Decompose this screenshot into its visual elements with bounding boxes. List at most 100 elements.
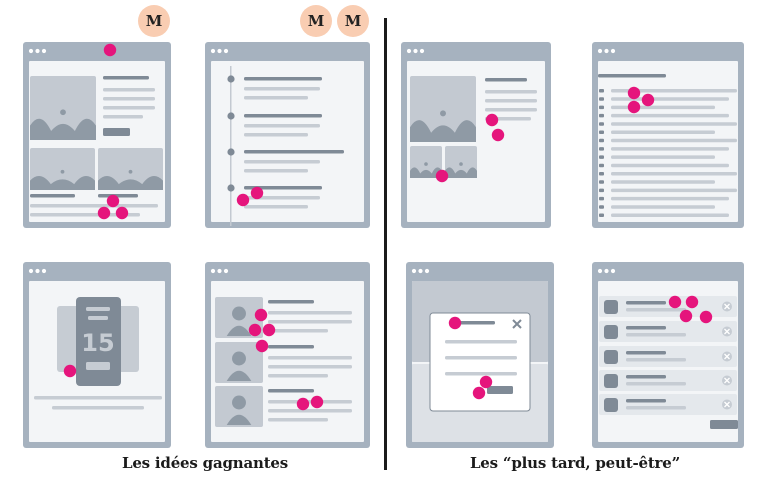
- list-row: [599, 346, 737, 367]
- text-line-dark: [244, 77, 322, 81]
- window-control-dot: [411, 268, 417, 274]
- text-line-dark: [268, 300, 314, 304]
- text-line: [268, 320, 352, 324]
- window-control-dot: [597, 48, 603, 54]
- image-placeholder-icon: [424, 162, 428, 166]
- text-line: [485, 108, 537, 112]
- text-line-dark: [598, 74, 666, 78]
- click-dot: [63, 364, 77, 378]
- text-line-dark: [626, 399, 666, 403]
- image-placeholder-icon: [410, 167, 442, 178]
- window-control-dot: [223, 268, 229, 274]
- click-dot: [641, 93, 655, 107]
- text-line: [244, 87, 320, 91]
- text-line: [103, 106, 155, 110]
- text-line-dark: [268, 389, 314, 393]
- window-control-dot: [610, 48, 616, 54]
- image-placeholder-icon: [459, 162, 463, 166]
- mockup-timeline: [205, 42, 370, 228]
- text-line: [611, 113, 729, 118]
- avatar-icon: [226, 414, 252, 425]
- text-line: [611, 89, 737, 93]
- text-line-dark: [98, 194, 138, 198]
- click-dot: [115, 206, 129, 220]
- list-bullet-icon: [599, 122, 604, 126]
- click-dot: [254, 308, 268, 322]
- window-control-dot: [223, 48, 229, 54]
- click-dot: [106, 194, 120, 208]
- mockup-small-gallery: [401, 42, 551, 228]
- list-row: [599, 370, 737, 391]
- user-badge: M: [300, 5, 332, 37]
- text-line: [611, 97, 729, 101]
- list-row: [599, 394, 737, 415]
- text-line: [30, 204, 158, 208]
- click-dot: [668, 295, 682, 309]
- window-control-dot: [35, 268, 40, 274]
- timeline-node: [227, 184, 235, 192]
- text-line: [611, 180, 715, 184]
- text-line: [244, 96, 308, 100]
- click-dot: [485, 113, 499, 127]
- text-line-dark: [485, 78, 527, 82]
- click-dot: [627, 86, 641, 100]
- text-line: [611, 196, 729, 201]
- list-bullet-icon: [599, 213, 604, 217]
- window-control-dot: [41, 48, 47, 54]
- list-bullet-icon: [599, 105, 604, 110]
- window-control-dot: [217, 268, 222, 274]
- click-dot: [491, 128, 505, 142]
- window-control-dot: [610, 268, 616, 274]
- list-row: [599, 296, 737, 317]
- text-line: [268, 374, 328, 378]
- mockup-image-gallery: [23, 42, 171, 228]
- text-line: [34, 396, 162, 400]
- list-bullet-icon: [599, 155, 604, 159]
- avatar-icon: [232, 395, 246, 410]
- text-line: [268, 329, 328, 333]
- image-placeholder-icon: [30, 118, 96, 140]
- mockup-text-list: [592, 42, 744, 228]
- click-dot: [679, 309, 693, 323]
- row-icon: [604, 325, 618, 339]
- text-line: [611, 147, 729, 151]
- button-placeholder: [487, 386, 513, 394]
- image-placeholder-icon: [60, 109, 66, 116]
- button-placeholder: [86, 362, 110, 370]
- mockup-profile-list: [205, 262, 370, 448]
- close-icon: [724, 328, 730, 335]
- mockup-modal: [406, 262, 554, 448]
- list-bullet-icon: [599, 205, 604, 209]
- timeline-node: [227, 75, 235, 83]
- text-line: [244, 133, 308, 137]
- text-line: [244, 196, 320, 200]
- list-bullet-icon: [599, 188, 604, 193]
- window-content: [211, 61, 364, 222]
- window-control-dot: [35, 48, 40, 54]
- window-control-dot: [217, 48, 222, 54]
- avatar-icon: [226, 325, 252, 336]
- text-line: [268, 311, 352, 315]
- text-line: [611, 213, 729, 217]
- text-line: [86, 307, 110, 311]
- list-bullet-icon: [599, 138, 604, 143]
- text-line: [244, 124, 320, 128]
- calendar-number: 15: [81, 329, 114, 357]
- row-icon: [604, 374, 618, 388]
- text-line-dark: [103, 76, 149, 80]
- user-badge: M: [337, 5, 369, 37]
- window-control-dot: [28, 48, 34, 54]
- text-line: [626, 358, 686, 362]
- click-dot: [479, 375, 493, 389]
- text-line: [611, 130, 715, 134]
- click-dot: [255, 339, 269, 353]
- window-control-dot: [419, 48, 425, 54]
- mockup-dismissible-list: [592, 262, 744, 448]
- click-dot: [448, 316, 462, 330]
- button-placeholder: [103, 128, 130, 136]
- text-line: [611, 172, 737, 176]
- list-bullet-icon: [599, 147, 604, 151]
- click-dot: [248, 323, 262, 337]
- timeline-track: [230, 66, 232, 226]
- user-badge: M: [138, 5, 170, 37]
